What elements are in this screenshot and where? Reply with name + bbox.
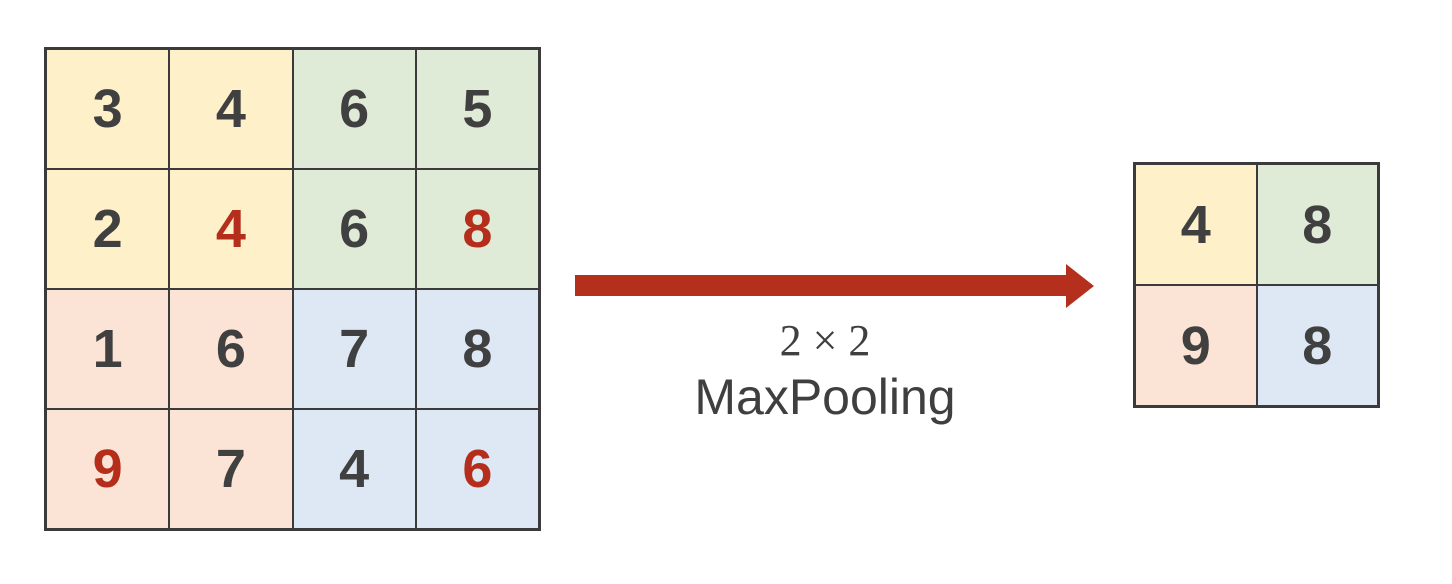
input-grid-cell: 8 [415, 169, 539, 289]
output-grid-cell: 9 [1135, 285, 1257, 406]
input-grid-cell: 6 [292, 49, 416, 169]
input-grid-cell: 6 [415, 409, 539, 529]
output-grid: 4 8 9 8 [1133, 162, 1380, 408]
pooling-size-label: 2 × 2 [779, 316, 871, 365]
pooling-op-label: MaxPooling [694, 368, 956, 425]
input-grid-cell: 7 [169, 409, 293, 529]
input-grid: 3 4 6 5 2 4 6 8 1 6 7 8 9 7 4 6 [44, 47, 541, 531]
input-grid-cell: 9 [46, 409, 170, 529]
input-grid-cell: 6 [169, 289, 293, 409]
output-grid-cell: 8 [1256, 285, 1378, 406]
input-grid-cell: 6 [292, 169, 416, 289]
input-grid-cell: 3 [46, 49, 170, 169]
input-grid-cell: 4 [169, 169, 293, 289]
right-arrow-head-icon [1066, 264, 1094, 308]
input-grid-cell: 2 [46, 169, 170, 289]
input-grid-cell: 4 [292, 409, 416, 529]
output-grid-cell: 4 [1135, 164, 1257, 285]
input-grid-cell: 5 [415, 49, 539, 169]
pooling-caption: 2 × 2 MaxPooling [575, 316, 1075, 425]
input-grid-cell: 7 [292, 289, 416, 409]
output-grid-cell: 8 [1256, 164, 1378, 285]
input-grid-cell: 4 [169, 49, 293, 169]
input-grid-cell: 8 [415, 289, 539, 409]
right-arrow-icon [575, 275, 1066, 296]
input-grid-cell: 1 [46, 289, 170, 409]
